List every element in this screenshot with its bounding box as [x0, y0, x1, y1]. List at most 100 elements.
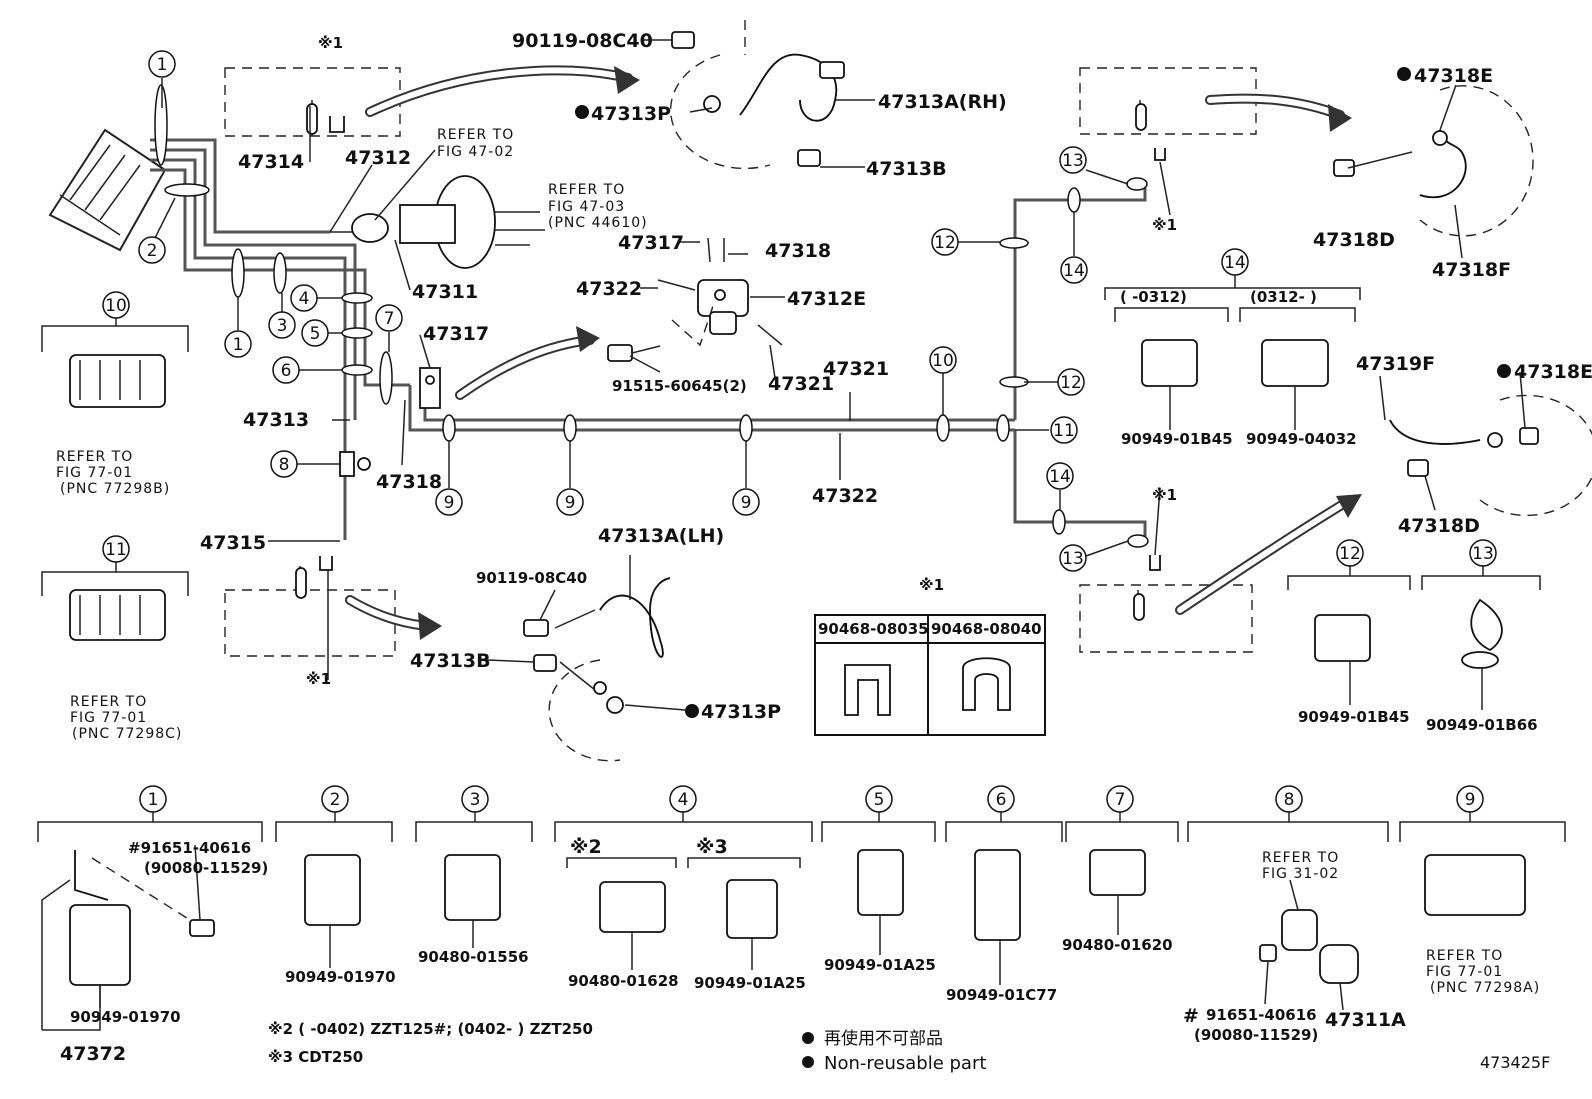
svg-text:3: 3: [470, 790, 481, 810]
callout-11-group: 11: [102, 535, 130, 563]
label-47322-b: 47322: [812, 485, 878, 507]
label-47313: 47313: [243, 409, 309, 431]
callout-4-bottom: 4: [669, 785, 697, 813]
note1-top-right: ※1: [1152, 216, 1177, 234]
label-90949-04032: 90949-04032: [1246, 430, 1357, 448]
label-47321-a: 47321: [768, 373, 834, 395]
label-90119-top: 90119-08C40: [512, 30, 653, 52]
svg-text:13: 13: [1062, 151, 1084, 171]
svg-text:1: 1: [157, 55, 168, 75]
label-47311A: 47311A: [1325, 1009, 1406, 1031]
callout-9-bottom: 9: [1456, 785, 1484, 813]
label-hash: #: [1183, 1005, 1199, 1027]
clip-table: [814, 614, 1046, 736]
callout-1-top: 1: [148, 50, 176, 78]
label-90949-01A25-a: 90949-01A25: [694, 974, 806, 992]
svg-text:14: 14: [1063, 261, 1085, 281]
svg-text:9: 9: [741, 493, 752, 513]
callout-12-b: 12: [1057, 368, 1085, 396]
callout-3-bottom: 3: [461, 785, 489, 813]
callout-7-bottom: 7: [1106, 785, 1134, 813]
label-90949-01B66: 90949-01B66: [1426, 716, 1538, 734]
label-47313B-top: 47313B: [866, 158, 947, 180]
callout-3: 3: [268, 311, 296, 339]
hose-detail-rh: [642, 20, 845, 170]
callout-6-bottom: 6: [987, 785, 1015, 813]
label-90480-01628: 90480-01628: [568, 972, 679, 990]
callout-8: 8: [270, 450, 298, 478]
callout-5: 5: [301, 319, 329, 347]
figure-id: 473425F: [1480, 1053, 1550, 1072]
svg-text:10: 10: [105, 296, 127, 316]
clip-groups-10-11: [41, 318, 189, 641]
callout-12-a: 12: [931, 228, 959, 256]
note1-bottom-left: ※1: [306, 670, 331, 688]
refer-labels: REFER TO FIG 47-02 REFER TO FIG 47-03 (P…: [56, 127, 1539, 996]
svg-text:14: 14: [1224, 253, 1246, 273]
detail-box-top-right: [1079, 67, 1534, 237]
label-47313A-rh: 47313A(RH): [878, 91, 1007, 113]
refer-to-77298C: REFER TO: [70, 694, 147, 710]
note2-mark: ※2: [570, 836, 602, 858]
label-91651-b: 91651-40616: [1206, 1006, 1317, 1024]
svg-text:1: 1: [233, 335, 244, 355]
callout-12-group: 12: [1336, 539, 1364, 567]
legend-en: Non-reusable part: [824, 1053, 986, 1074]
label-47313B-bot: 47313B: [410, 650, 491, 672]
pnc-44610: (PNC 44610): [548, 215, 648, 231]
svg-text:1: 1: [148, 790, 159, 810]
svg-text:6: 6: [996, 790, 1007, 810]
svg-text:13: 13: [1472, 544, 1494, 564]
fig-7701-c: FIG 77-01: [1426, 964, 1503, 980]
label-91515: 91515-60645(2): [612, 377, 747, 395]
callout-2: 2: [138, 236, 166, 264]
callout-14-b: 14: [1046, 462, 1074, 490]
label-47318E-top: 47318E: [1414, 65, 1493, 87]
label-47315: 47315: [200, 532, 266, 554]
part-labels: 90119-08C40 47313P 47313A(RH) 47313B 473…: [60, 30, 1592, 1065]
label-47318D-mid: 47318D: [1398, 515, 1480, 537]
label-91651-a: #91651-40616: [128, 839, 251, 857]
svg-text:4: 4: [299, 289, 310, 309]
label-90080-b: (90080-11529): [1194, 1026, 1318, 1044]
label-47311: 47311: [412, 281, 478, 303]
detail-box-top-left: [224, 65, 640, 137]
callout-14-group: 14: [1221, 248, 1249, 276]
leader-lines: [154, 78, 1526, 1011]
callout-13-a: 13: [1059, 146, 1087, 174]
callout-10-group: 10: [102, 291, 130, 319]
refer-to-77298A: REFER TO: [1426, 948, 1503, 964]
svg-text:11: 11: [1053, 421, 1075, 441]
label-47318-b: 47318: [376, 471, 442, 493]
label-47318F: 47318F: [1432, 259, 1511, 281]
callout-9-b: 9: [556, 488, 584, 516]
svg-text:10: 10: [932, 351, 954, 371]
svg-text:6: 6: [281, 361, 292, 381]
label-47317-b: 47317: [423, 323, 489, 345]
refer-to-4703: REFER TO: [548, 182, 625, 198]
callout-5-bottom: 5: [865, 785, 893, 813]
callout-8-bottom: 8: [1275, 785, 1303, 813]
svg-text:2: 2: [147, 241, 158, 261]
svg-text:12: 12: [1060, 373, 1082, 393]
callout-11-pipe: 11: [1050, 416, 1078, 444]
svg-text:3: 3: [277, 316, 288, 336]
table-text: ※1 90468-08035 90468-08040: [818, 576, 1042, 638]
callout-13-b: 13: [1059, 544, 1087, 572]
fig-4702: FIG 47-02: [437, 144, 514, 160]
non-reusable-dots: [575, 67, 1511, 1068]
pnc-77298B: (PNC 77298B): [60, 481, 170, 497]
svg-text:8: 8: [1284, 790, 1295, 810]
label-47372: 47372: [60, 1043, 126, 1065]
brake-booster: [330, 175, 545, 269]
callout-9-c: 9: [732, 488, 760, 516]
label-90080-a: (90080-11529): [144, 859, 268, 877]
label-90949-01C77: 90949-01C77: [946, 986, 1057, 1004]
label-47322-a: 47322: [576, 278, 642, 300]
proportioning-valve: [607, 237, 783, 362]
legend-jp: 再使用不可部品: [824, 1028, 943, 1049]
fig-7701-b: FIG 77-01: [70, 710, 147, 726]
table-col1: 90468-08035: [818, 620, 929, 638]
clip-groups-12-13: [1287, 566, 1541, 710]
